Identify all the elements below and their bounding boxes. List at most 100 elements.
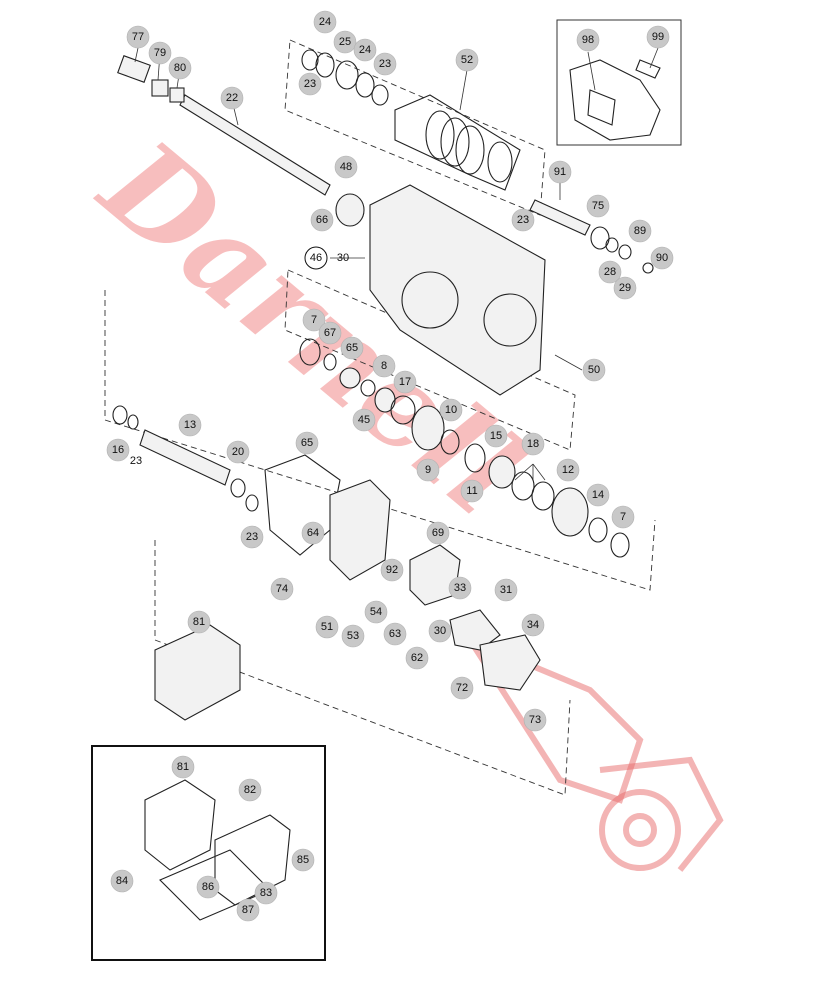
callout-number: 20 <box>232 446 244 458</box>
callout-bubble <box>106 438 130 462</box>
callout-number: 8 <box>381 360 387 372</box>
callout-number: 81 <box>177 761 189 773</box>
callout-17: 17 <box>393 370 417 394</box>
plain-label-23: 23 <box>130 455 142 467</box>
callout-bubble <box>171 755 195 779</box>
gear-9 <box>411 405 445 451</box>
callout-86: 86 <box>196 875 220 899</box>
callout-10: 10 <box>439 398 463 422</box>
callout-11: 11 <box>460 479 484 503</box>
callout-bubble <box>405 646 429 670</box>
callout-bubble <box>334 155 358 179</box>
callout-number: 86 <box>202 881 214 893</box>
callout-bubble <box>380 558 404 582</box>
callout-bubble <box>168 56 192 80</box>
callout-bubble <box>650 246 674 270</box>
callout-bubble <box>448 576 472 600</box>
callout-number: 92 <box>386 564 398 576</box>
callout-bubble <box>393 370 417 394</box>
callout-bubble <box>646 25 670 49</box>
cover-64 <box>329 479 391 581</box>
callout-63: 63 <box>383 622 407 646</box>
callout-30: 30 <box>428 619 452 643</box>
callout-bubble <box>439 398 463 422</box>
callout-number: 54 <box>370 606 382 618</box>
callout-bubble <box>511 208 535 232</box>
watermark-wheel-icon <box>599 789 681 871</box>
callout-79: 79 <box>148 41 172 65</box>
callout-20: 20 <box>226 440 250 464</box>
callout-bubble <box>450 676 474 700</box>
callout-bubble <box>576 28 600 52</box>
callout-23: 23 <box>240 525 264 549</box>
callout-99: 99 <box>646 25 670 49</box>
callout-number: 15 <box>490 430 502 442</box>
callout-number: 24 <box>359 44 371 56</box>
callout-number: 85 <box>297 854 309 866</box>
callout-bubble <box>494 578 518 602</box>
callout-bubble <box>220 86 244 110</box>
callout-81: 81 <box>171 755 195 779</box>
callout-bubble <box>310 208 334 232</box>
callout-number: 99 <box>652 31 664 43</box>
callout-7: 7 <box>611 505 635 529</box>
callout-bubble <box>298 72 322 96</box>
callout-98: 98 <box>576 28 600 52</box>
callout-65: 65 <box>340 336 364 360</box>
callout-number: 62 <box>411 652 423 664</box>
callout-bubble <box>295 431 319 455</box>
callout-29: 29 <box>613 276 637 300</box>
callout-number: 12 <box>562 464 574 476</box>
callout-number: 51 <box>321 621 333 633</box>
callout-72: 72 <box>450 676 474 700</box>
callout-33: 33 <box>448 576 472 600</box>
callout-24: 24 <box>313 10 337 34</box>
callout-bubble <box>313 10 337 34</box>
callout-74: 74 <box>270 577 294 601</box>
parts-artwork <box>112 49 654 721</box>
callout-number: 24 <box>319 16 331 28</box>
callout-bubble <box>373 52 397 76</box>
callout-number: 81 <box>193 616 205 628</box>
callout-bubble <box>315 615 339 639</box>
callout-13: 13 <box>178 413 202 437</box>
callout-number: 16 <box>112 444 124 456</box>
callout-number: 82 <box>244 784 256 796</box>
callout-bubble <box>455 48 479 72</box>
callout-90: 90 <box>650 246 674 270</box>
callout-80: 80 <box>168 56 192 80</box>
callout-number: 33 <box>454 582 466 594</box>
callout-bubble <box>226 440 250 464</box>
callout-number: 23 <box>517 214 529 226</box>
callout-28: 28 <box>598 260 622 284</box>
callout-number: 29 <box>619 282 631 294</box>
callout-number: 7 <box>620 511 626 523</box>
callout-number: 53 <box>347 630 359 642</box>
callout-number: 45 <box>358 414 370 426</box>
callout-bubble <box>341 624 365 648</box>
callout-number: 65 <box>301 437 313 449</box>
callout-48: 48 <box>334 155 358 179</box>
callout-69: 69 <box>426 521 450 545</box>
callout-number: 77 <box>132 31 144 43</box>
callout-number: 34 <box>527 619 539 631</box>
callout-bubble <box>240 525 264 549</box>
callout-8: 8 <box>372 354 396 378</box>
callout-number: 63 <box>389 628 401 640</box>
callout-number: 14 <box>592 489 604 501</box>
callout-bubble <box>301 521 325 545</box>
callout-24: 24 <box>353 38 377 62</box>
callout-number: 22 <box>226 92 238 104</box>
callout-number: 69 <box>432 527 444 539</box>
callout-bubble <box>598 260 622 284</box>
callout-bubble <box>352 408 376 432</box>
bushing-77 <box>117 55 151 83</box>
callout-number: 87 <box>242 904 254 916</box>
spacer-80 <box>169 87 185 103</box>
callout-bubble <box>126 25 150 49</box>
callout-34: 34 <box>521 613 545 637</box>
callout-91: 91 <box>548 160 572 184</box>
callout-number: 17 <box>399 376 411 388</box>
